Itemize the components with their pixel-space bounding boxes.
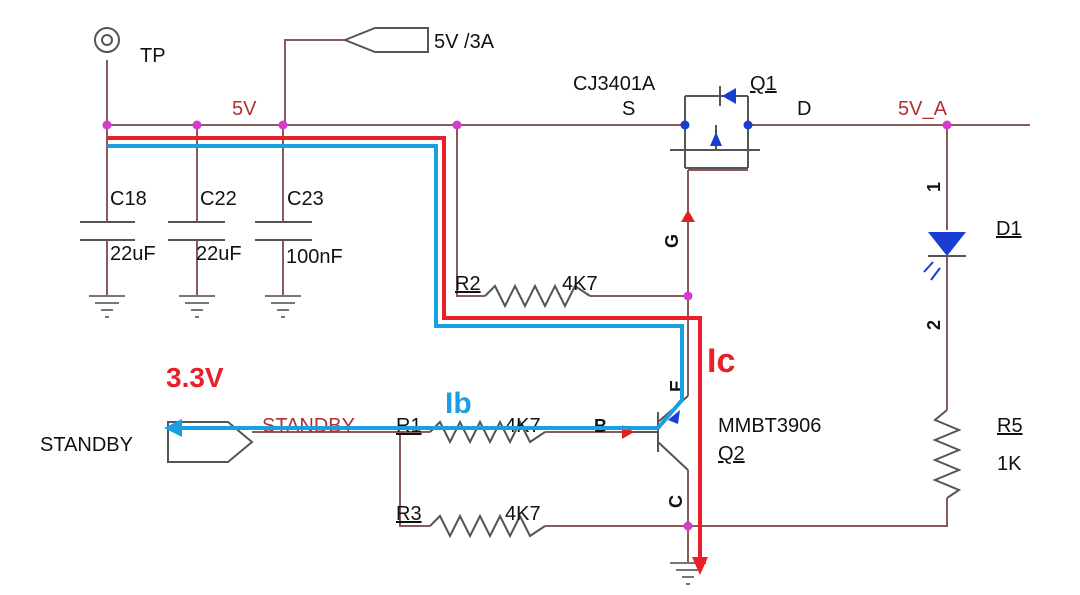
ic-path — [107, 136, 708, 575]
r2-value: 4K7 — [562, 273, 598, 295]
q1-source-node — [680, 120, 690, 130]
q1-source-label: S — [622, 98, 635, 120]
r5-value: 1K — [997, 453, 1022, 475]
gate-arrow-icon — [681, 210, 695, 222]
supply-label: 5V /3A — [434, 31, 495, 53]
transistor-q2: E B C MMBT3906 Q2 — [594, 380, 821, 508]
r2-ref: R2 — [455, 273, 481, 295]
c18-ref: C18 — [110, 188, 147, 210]
mosfet-q1: CJ3401A Q1 S D — [573, 73, 811, 169]
standby-port-label: STANDBY — [40, 434, 133, 456]
ic-arrow-icon — [692, 557, 708, 575]
q1-drain-label: D — [797, 98, 811, 120]
capacitor-c23: C23 100nF — [255, 188, 343, 268]
wires — [106, 39, 1030, 563]
label-3v3: 3.3V — [166, 362, 224, 393]
test-point-tp: TP — [94, 27, 166, 67]
ib-path — [107, 144, 684, 437]
led-d1: 1 2 D1 — [923, 182, 1022, 330]
d1-pin2: 2 — [924, 320, 944, 330]
r5-ref: R5 — [997, 415, 1023, 437]
ground-symbols — [89, 295, 706, 585]
q2-ref: Q2 — [718, 443, 745, 465]
resistor-r5: R5 1K — [932, 409, 1023, 499]
ground-icon — [179, 295, 215, 318]
c22-ref: C22 — [200, 188, 237, 210]
c22-value: 22uF — [196, 243, 242, 265]
ib-arrow-icon — [164, 419, 182, 437]
q1-diode-icon — [722, 88, 736, 104]
q1-part: CJ3401A — [573, 73, 656, 95]
c23-ref: C23 — [287, 188, 324, 210]
pin-g-label: G — [662, 234, 682, 248]
r3-ref: R3 — [396, 503, 422, 525]
d1-ref: D1 — [996, 218, 1022, 240]
net-5v-a-label: 5V_A — [898, 98, 948, 120]
capacitor-c18: C18 22uF — [80, 188, 156, 265]
label-ib: Ib — [445, 387, 472, 420]
ground-icon — [89, 295, 125, 318]
supply-port: 5V /3A — [342, 27, 495, 53]
c18-value: 22uF — [110, 243, 156, 265]
q2-arrow-icon — [668, 410, 680, 424]
net-5v-label: 5V — [232, 98, 257, 120]
q1-drain-node — [743, 120, 753, 130]
pin-c-label: C — [666, 495, 686, 508]
resistor-r2: R2 4K7 — [455, 273, 598, 309]
q2-part: MMBT3906 — [718, 415, 821, 437]
d1-pin1: 1 — [924, 182, 944, 192]
r3-value: 4K7 — [505, 503, 541, 525]
q1-arrow-icon — [710, 132, 722, 146]
junctions — [102, 120, 952, 531]
standby-port: STANDBY STANDBY — [40, 415, 355, 463]
capacitor-c22: C22 22uF — [168, 188, 242, 265]
resistor-r3: R3 4K7 — [396, 503, 546, 539]
c23-value: 100nF — [286, 246, 343, 268]
ground-icon — [265, 295, 301, 318]
led-d1-icon — [928, 232, 966, 256]
tp-label: TP — [140, 45, 166, 67]
q1-ref: Q1 — [750, 73, 777, 95]
label-ic: Ic — [707, 342, 735, 380]
